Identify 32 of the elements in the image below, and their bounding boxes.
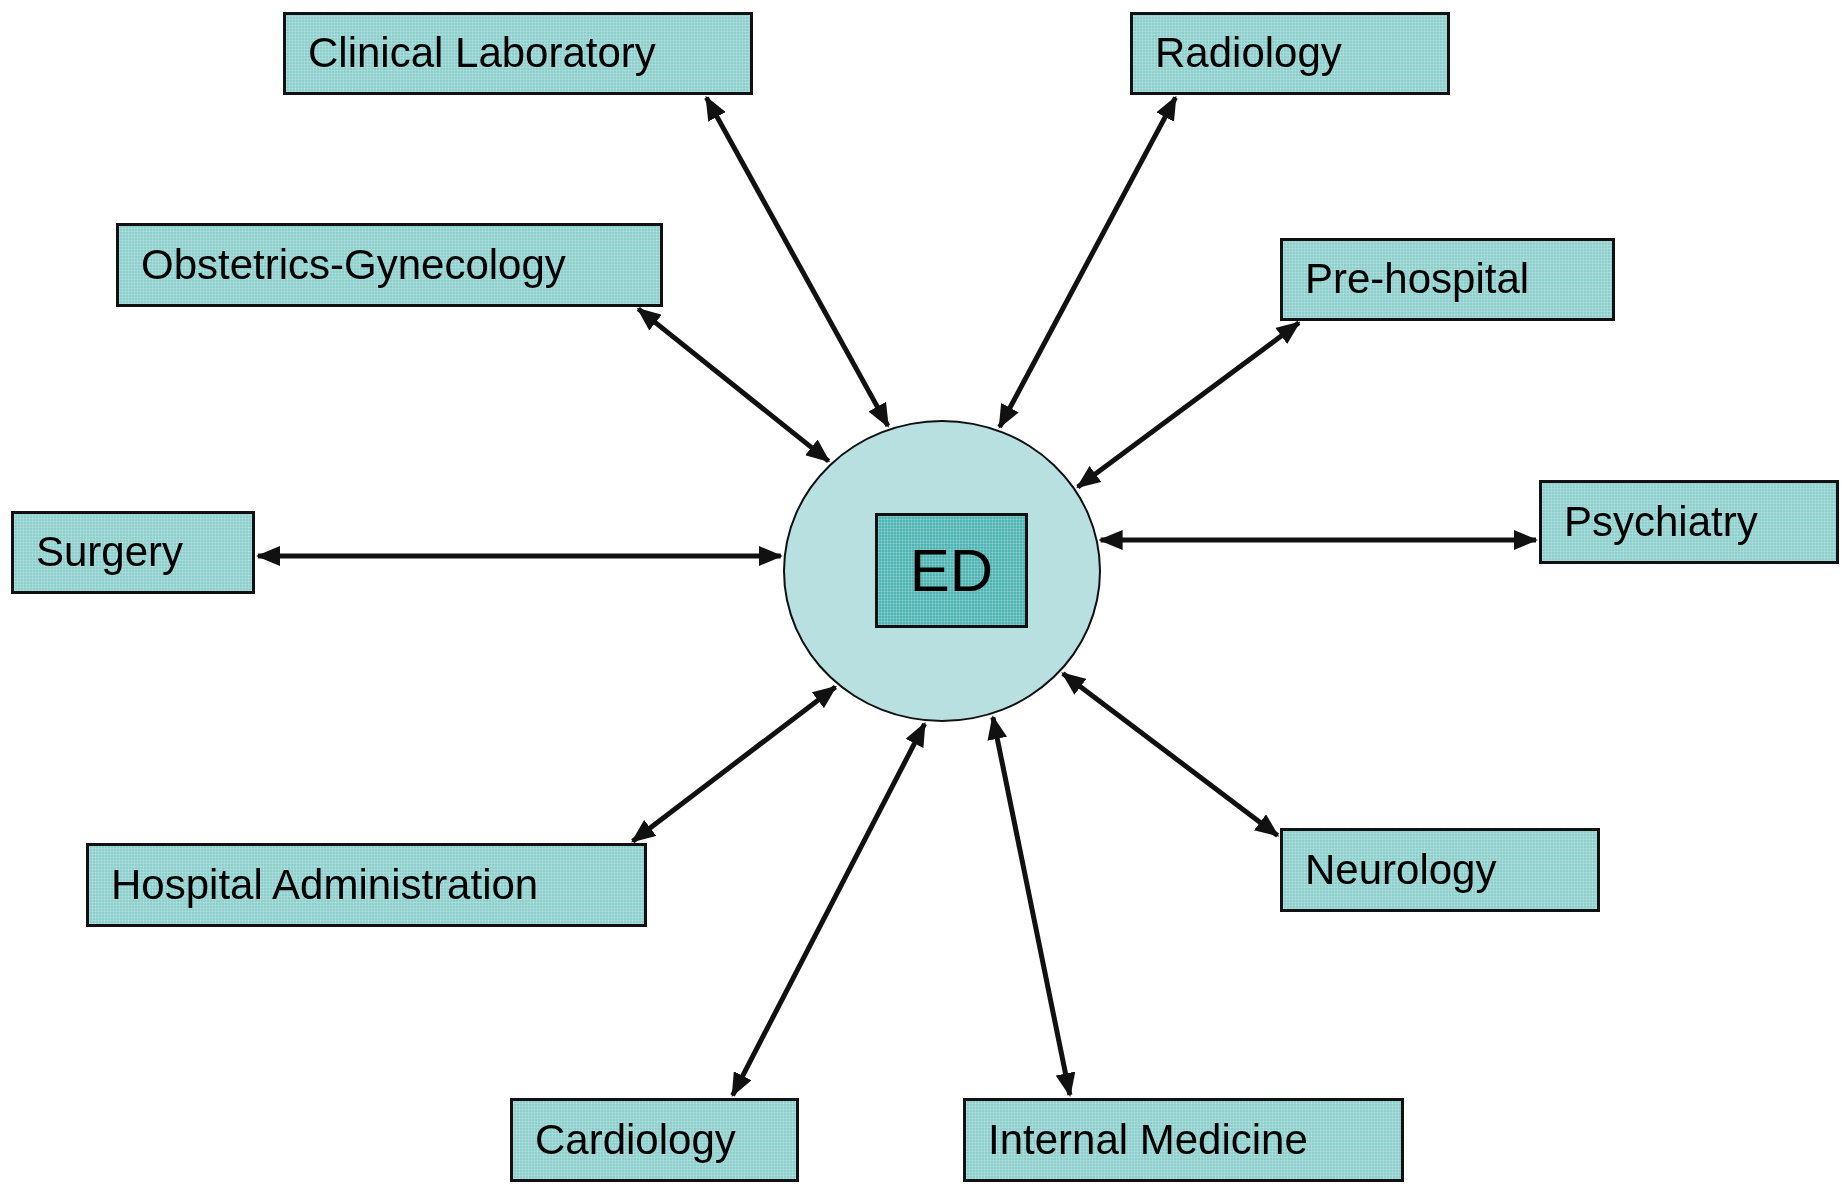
box-label: ED <box>909 537 994 604</box>
box-label: Internal Medicine <box>988 1116 1308 1164</box>
department-box <box>11 511 255 594</box>
box-label: Obstetrics-Gynecology <box>141 241 566 289</box>
box-label: Radiology <box>1155 30 1342 77</box>
box-label: Pre-hospital <box>1305 256 1530 303</box>
department-box <box>283 12 753 95</box>
box-label: Clinical Laboratory <box>308 30 656 77</box>
double-arrow <box>631 684 837 844</box>
department-box <box>875 513 1028 628</box>
double-arrow <box>730 722 927 1098</box>
department-box <box>963 1098 1404 1182</box>
department-box <box>1280 238 1615 321</box>
department-box <box>1130 12 1450 95</box>
box-label: Psychiatry <box>1564 498 1758 546</box>
department-box <box>1539 480 1839 564</box>
department-box <box>86 843 647 927</box>
department-box <box>116 223 663 307</box>
double-arrow <box>1098 530 1538 550</box>
double-arrow <box>256 546 783 566</box>
double-arrow <box>704 95 891 428</box>
double-arrow <box>987 715 1076 1098</box>
department-box <box>1280 828 1600 912</box>
double-arrow <box>997 95 1178 429</box>
box-label: Hospital Administration <box>111 861 539 909</box>
department-box <box>510 1098 799 1182</box>
box-label: Cardiology <box>535 1116 736 1164</box>
double-arrow <box>1061 671 1280 838</box>
box-label: Surgery <box>36 529 184 576</box>
double-arrow <box>1076 320 1301 490</box>
box-label: Neurology <box>1305 846 1497 894</box>
double-arrow <box>636 306 831 464</box>
